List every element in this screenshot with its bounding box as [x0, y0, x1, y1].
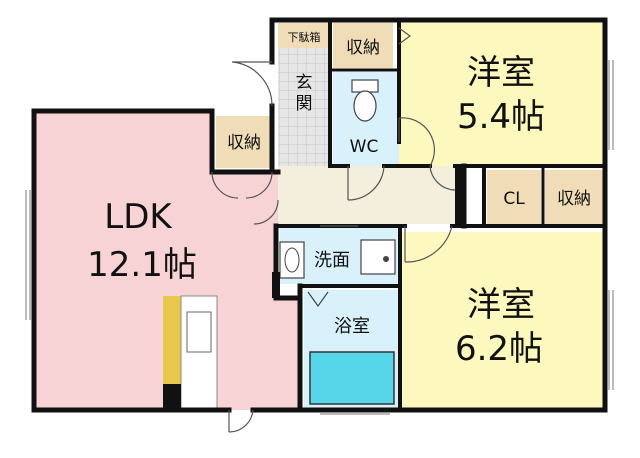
western-room-2-floor — [399, 232, 605, 410]
shoe-box-label: 下駄箱 — [288, 30, 321, 44]
windows — [25, 60, 614, 415]
bathtub — [309, 351, 395, 405]
western-room-2-size: 6.2帖 — [455, 329, 543, 369]
bathroom-folding-door — [307, 291, 329, 308]
storage-top-floor — [333, 23, 393, 68]
washing-machine-drain — [383, 256, 389, 262]
storage-right-floor — [545, 170, 605, 226]
washroom-label: 洗面 — [314, 250, 350, 271]
bathroom-label: 浴室 — [334, 316, 370, 337]
door-swings — [211, 27, 456, 433]
washing-machine-pan — [360, 239, 396, 275]
kitchen-sink — [186, 311, 212, 353]
storage-left-label: 収納 — [227, 133, 261, 153]
toilet-bowl — [353, 90, 377, 122]
storage-top-label: 収納 — [346, 38, 380, 58]
washbasin-bowl — [284, 247, 300, 273]
walls — [31, 17, 608, 413]
hallway-floor — [278, 166, 464, 224]
kitchen-counter-edge — [163, 296, 181, 384]
ldk-floor — [34, 111, 300, 410]
kitchen-dark-block — [163, 384, 181, 410]
western-room-1-floor — [399, 23, 605, 166]
entrance-label-char: 関 — [296, 94, 313, 114]
shoe-box-cabinet — [278, 23, 330, 48]
western-room-1-name: 洋室 — [467, 53, 535, 93]
western-room-1-size: 5.4帖 — [457, 97, 545, 137]
entrance-floor — [278, 48, 330, 166]
western-room-2-name: 洋室 — [467, 285, 535, 325]
entrance-label: 玄関 — [296, 73, 313, 114]
toilet-tank — [351, 79, 379, 93]
closet-floor — [487, 170, 541, 226]
ldk-name: LDK — [104, 197, 173, 237]
storage-right-label: 収納 — [557, 189, 591, 209]
wc-label: WC — [350, 137, 379, 157]
ldk-size: 12.1帖 — [87, 245, 197, 285]
closet-label: CL — [503, 189, 525, 209]
storage-left-floor — [216, 116, 272, 168]
entrance-label-char: 玄 — [296, 73, 313, 93]
